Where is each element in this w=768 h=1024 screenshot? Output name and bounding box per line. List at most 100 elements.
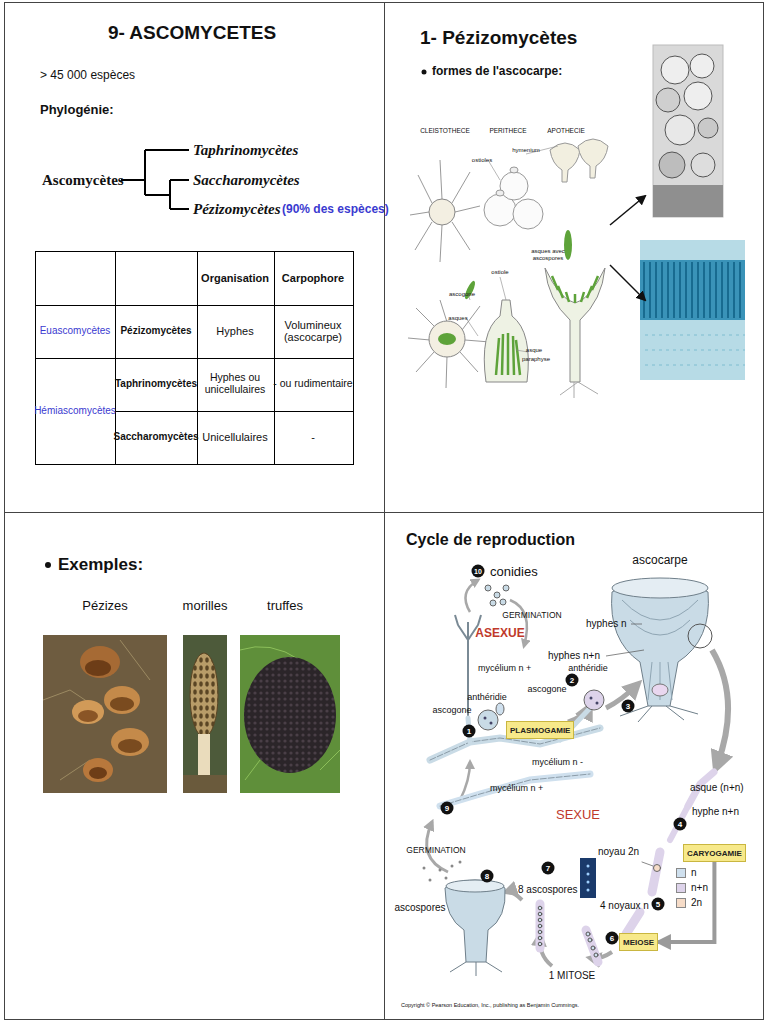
conidiophore-drawing: [503, 585, 509, 591]
part-label: ascogone: [527, 684, 566, 694]
micrograph-photo: [698, 118, 718, 138]
table-grid: [35, 251, 354, 465]
micrograph-photo: [653, 45, 723, 217]
table-cell: Hyphes ou unicellulaires: [198, 372, 272, 396]
photo-caption: Pézizes: [82, 599, 128, 614]
micrograph-photo: [659, 152, 685, 178]
part-label: anthéridie: [467, 692, 507, 702]
ascus-development: [591, 946, 595, 950]
node-text: MEIOSE: [623, 938, 654, 947]
pezize-photo: [43, 635, 167, 793]
perithecium-drawing: [496, 190, 504, 196]
pezize-photo: [110, 697, 134, 711]
ascus-development: [586, 930, 598, 962]
part-label: asques: [448, 315, 467, 322]
ascus-development: [538, 918, 542, 922]
table-cell: Hyphes: [216, 325, 253, 337]
process-arrow: [658, 862, 714, 942]
small-ascocarp-drawing: [445, 880, 505, 962]
perithecium-drawing: [500, 172, 528, 200]
slide-frame: [4, 2, 764, 1020]
ascocarp-drawing: [606, 578, 712, 722]
morel-photo: [183, 775, 227, 793]
figure-label: PERITHECE: [489, 127, 526, 134]
morel-photo: [183, 635, 227, 793]
photo-caption: truffes: [267, 599, 303, 614]
bullet-text: formes de l'ascocarpe:: [432, 65, 562, 78]
legend-swatch: [676, 868, 686, 878]
table-cell: Taphrinomycètes: [115, 378, 197, 389]
ascogonium-drawing: [584, 690, 604, 710]
small-ascocarp-drawing: [429, 879, 432, 882]
table-header: Organisation: [201, 272, 269, 284]
cleistothecium-drawing: [463, 280, 477, 301]
part-label: 8 ascospores: [518, 884, 577, 895]
part-label: asque (n+n): [690, 782, 744, 793]
part-label: 4 noyaux n: [600, 900, 649, 911]
ascus-development: [538, 930, 542, 934]
copyright-note: Copyright © Pearson Education, Inc., pub…: [401, 1002, 579, 1008]
cleistothecium-drawing: [408, 160, 490, 388]
table-grid: [36, 252, 354, 465]
bullet-dot: [422, 70, 427, 75]
pezize-photo: [83, 758, 113, 782]
ascus-development: [538, 906, 542, 910]
ascus-development: [587, 865, 590, 868]
ascus-development: [538, 942, 542, 946]
pointer-arrow: [610, 196, 645, 225]
node-text: PLASMOGAMIE: [510, 726, 570, 735]
micrograph-photo: [684, 82, 712, 110]
truffle-photo: [240, 647, 340, 780]
legend-text: n+n: [691, 882, 708, 893]
pezize-photo: [80, 646, 120, 678]
node-text: CARYOGAMIE: [687, 849, 742, 858]
perithecium-drawing: [510, 167, 518, 173]
callout-number: 10: [472, 565, 485, 578]
small-ascocarp-drawing: [445, 877, 448, 880]
table-grid: [115, 411, 354, 412]
ascocarp-drawing: [688, 624, 712, 648]
callout-number: 5: [652, 898, 665, 911]
legend-text: n: [691, 867, 697, 878]
ascus-development: [538, 924, 542, 928]
ascus-development: [654, 865, 661, 872]
figure-label: CLEISTOTHECE: [420, 127, 470, 134]
callout-number: 9: [441, 802, 454, 815]
cleistothecium-drawing: [429, 321, 465, 357]
truffle-photo: [240, 635, 340, 793]
table-grid: [35, 358, 354, 359]
slide-heading: Cycle de reproduction: [406, 531, 575, 549]
callout-number: 7: [542, 862, 555, 875]
table-cell: - ou rudimentaire: [273, 378, 352, 390]
page-title: 9- ASCOMYCETES: [108, 22, 276, 43]
perithecium-drawing: [513, 199, 543, 229]
small-ascocarp-drawing: [423, 867, 426, 870]
part-label: hymenium: [512, 147, 540, 154]
part-label: asques avec ascospores: [528, 248, 568, 261]
callout-number: 2: [566, 674, 579, 687]
part-label: ascocarpe: [632, 554, 687, 567]
conidiophore-drawing: [485, 585, 491, 591]
mycelium-hyphae: [440, 774, 590, 806]
tree-note: (90% des espèces): [282, 203, 389, 216]
truffle-photo: [244, 657, 336, 773]
stage-label: 1 MITOSE: [549, 970, 596, 981]
phylogeny-tree: [121, 150, 189, 209]
apothecium-drawing: [578, 139, 608, 178]
figure-label: APOTHECIE: [547, 127, 585, 134]
tree-leaf: Taphrinomycètes: [193, 142, 298, 159]
micrograph-photo: [644, 262, 740, 318]
phase-label: SEXUE: [556, 808, 600, 823]
process-stage-box: CARYOGAMIE: [683, 844, 746, 862]
legend-swatch: [676, 898, 686, 908]
stage-label: GERMINATION: [502, 611, 561, 621]
ascus-development: [670, 806, 688, 840]
ascogonium-drawing: [590, 697, 593, 700]
legend-swatch: [676, 883, 686, 893]
perithecium-drawing: [484, 300, 528, 382]
pezize-photo: [89, 767, 107, 779]
part-label: mycélium n +: [478, 663, 531, 673]
callout-number: 8: [481, 870, 494, 883]
bullet-text: Exemples:: [58, 555, 143, 574]
